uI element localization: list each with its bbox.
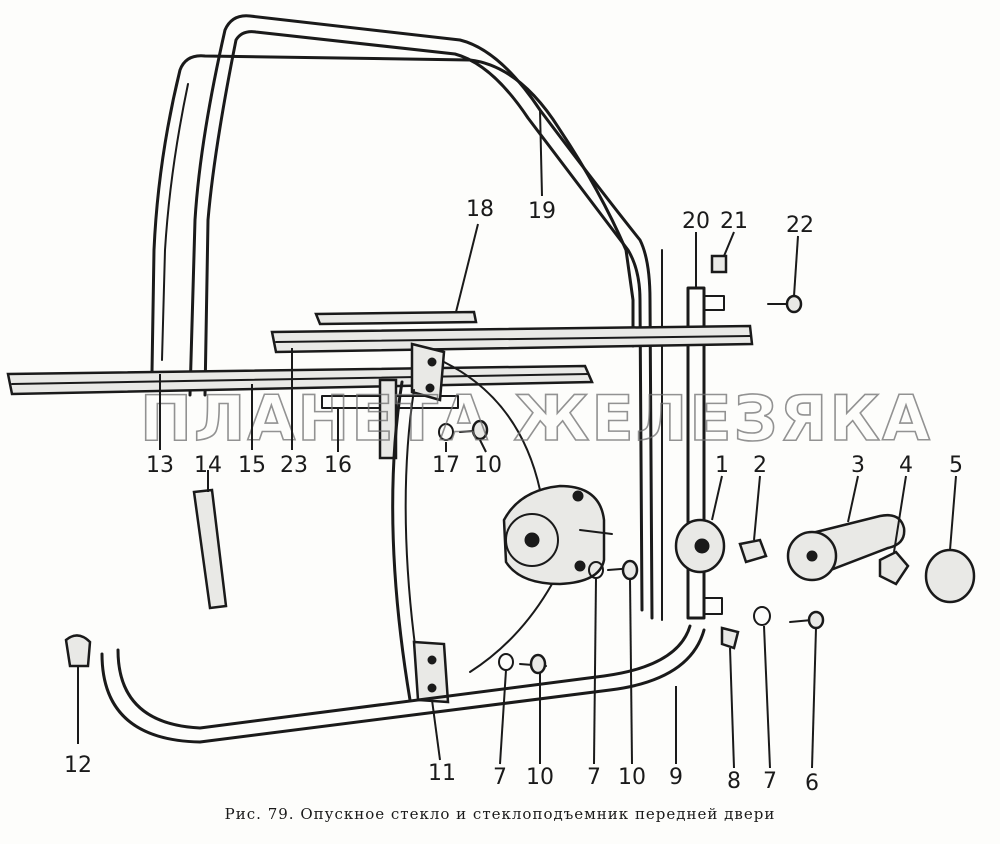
leader-5 [949,475,957,551]
leader-4 [893,475,907,553]
callout-19: 19 [528,199,556,224]
regulator-mount-stud [579,529,613,535]
regulator-gear-housing [502,484,606,586]
regulator-lower-bracket-hole [427,655,437,665]
callout-17: 17 [432,453,460,478]
watermark-text: ПЛАНЕТА ЖЕЛЕЗЯКА [140,382,932,455]
callout-12: 12 [64,753,92,778]
bolt-lower-head [529,653,547,675]
callout-10b: 10 [526,765,554,790]
clip-nut [710,254,728,274]
inner-belt-strip-line [275,335,751,343]
outer-belt-strip-line [11,373,589,385]
leader-11 [431,699,441,761]
callout-23: 23 [280,453,308,478]
callout-16: 16 [324,453,352,478]
leader-7a [499,669,507,765]
callout-7c: 7 [763,769,777,794]
rear-guide-rail-bracket-bottom [703,597,723,615]
regulator-upper-bracket-hole [427,357,437,367]
crank-cap [924,548,976,604]
leader-3 [847,475,859,523]
callout-3: 3 [851,453,865,478]
washer-upper [438,423,454,441]
bolt-upper-head [471,419,489,441]
crank-retaining-clip [878,550,910,586]
leader-7b [593,577,597,765]
leader-2 [753,475,761,541]
leader-19 [539,109,543,197]
rear-guide-rail [686,286,706,620]
callout-21: 21 [720,209,748,234]
lower-weatherstrip-inner [116,624,692,730]
regulator-cable-lower [469,583,553,673]
callout-1: 1 [715,453,729,478]
callout-10c: 10 [618,765,646,790]
weatherstrip-clip [720,626,740,650]
window-run-channel-inner [203,30,644,612]
weatherstrip-end-plug [64,634,92,668]
callout-5: 5 [949,453,963,478]
leader-1 [711,475,723,521]
figure-caption: Рис. 79. Опускное стекло и стеклоподъемн… [224,805,776,823]
callout-7b: 7 [587,765,601,790]
regulator-upper-bracket-hole-2 [425,383,435,393]
washer-lower [498,653,514,671]
callout-13: 13 [146,453,174,478]
regulator-housing-hole-2 [574,560,586,572]
glass-lower-channel [314,310,478,326]
screw-upper-right-head [785,294,803,314]
spacer-bushing [738,538,768,564]
callout-8: 8 [727,769,741,794]
window-crank-hub-hole [806,550,818,562]
leader-6 [811,627,817,769]
regulator-arm [391,380,412,702]
front-guide-channel [192,488,228,610]
callout-9: 9 [669,765,683,790]
callout-11: 11 [428,761,456,786]
door-glass-inner-edge [161,83,189,361]
callout-15: 15 [238,453,266,478]
callout-14: 14 [194,453,222,478]
washer-right [753,606,771,626]
lower-weatherstrip [100,628,706,744]
leader-8 [729,647,735,769]
leader-lines [77,109,957,769]
callout-4: 4 [899,453,913,478]
callout-2: 2 [753,453,767,478]
callout-7a: 7 [493,765,507,790]
leader-10a [479,439,487,453]
window-run-channel [188,14,654,620]
bolt-middle-head [621,559,639,581]
leader-7c [763,625,771,769]
regulator-upper-bracket [410,342,446,402]
callout-labels: 13 14 15 23 16 17 10 18 19 20 21 22 1 2 … [64,197,963,796]
regulator-housing-hole-1 [572,490,584,502]
regulator-lower-bracket-hole-2 [427,683,437,693]
leader-21 [723,231,735,257]
leader-18 [455,223,479,313]
callout-6: 6 [805,771,819,796]
regulator-gear-drum [505,513,559,567]
rear-guide-rail-bracket-top [703,295,725,311]
callout-20: 20 [682,209,710,234]
crank-pivot-hole [694,538,710,554]
screw-right-head [807,610,825,630]
regulator-gear-shaft [524,532,540,548]
leader-10c [629,577,633,765]
regulator-cable-upper [443,361,541,491]
callout-10a: 10 [474,453,502,478]
regulator-lower-bracket [412,640,450,704]
leader-22 [793,235,799,297]
callout-18: 18 [466,197,494,222]
callout-22: 22 [786,213,814,238]
